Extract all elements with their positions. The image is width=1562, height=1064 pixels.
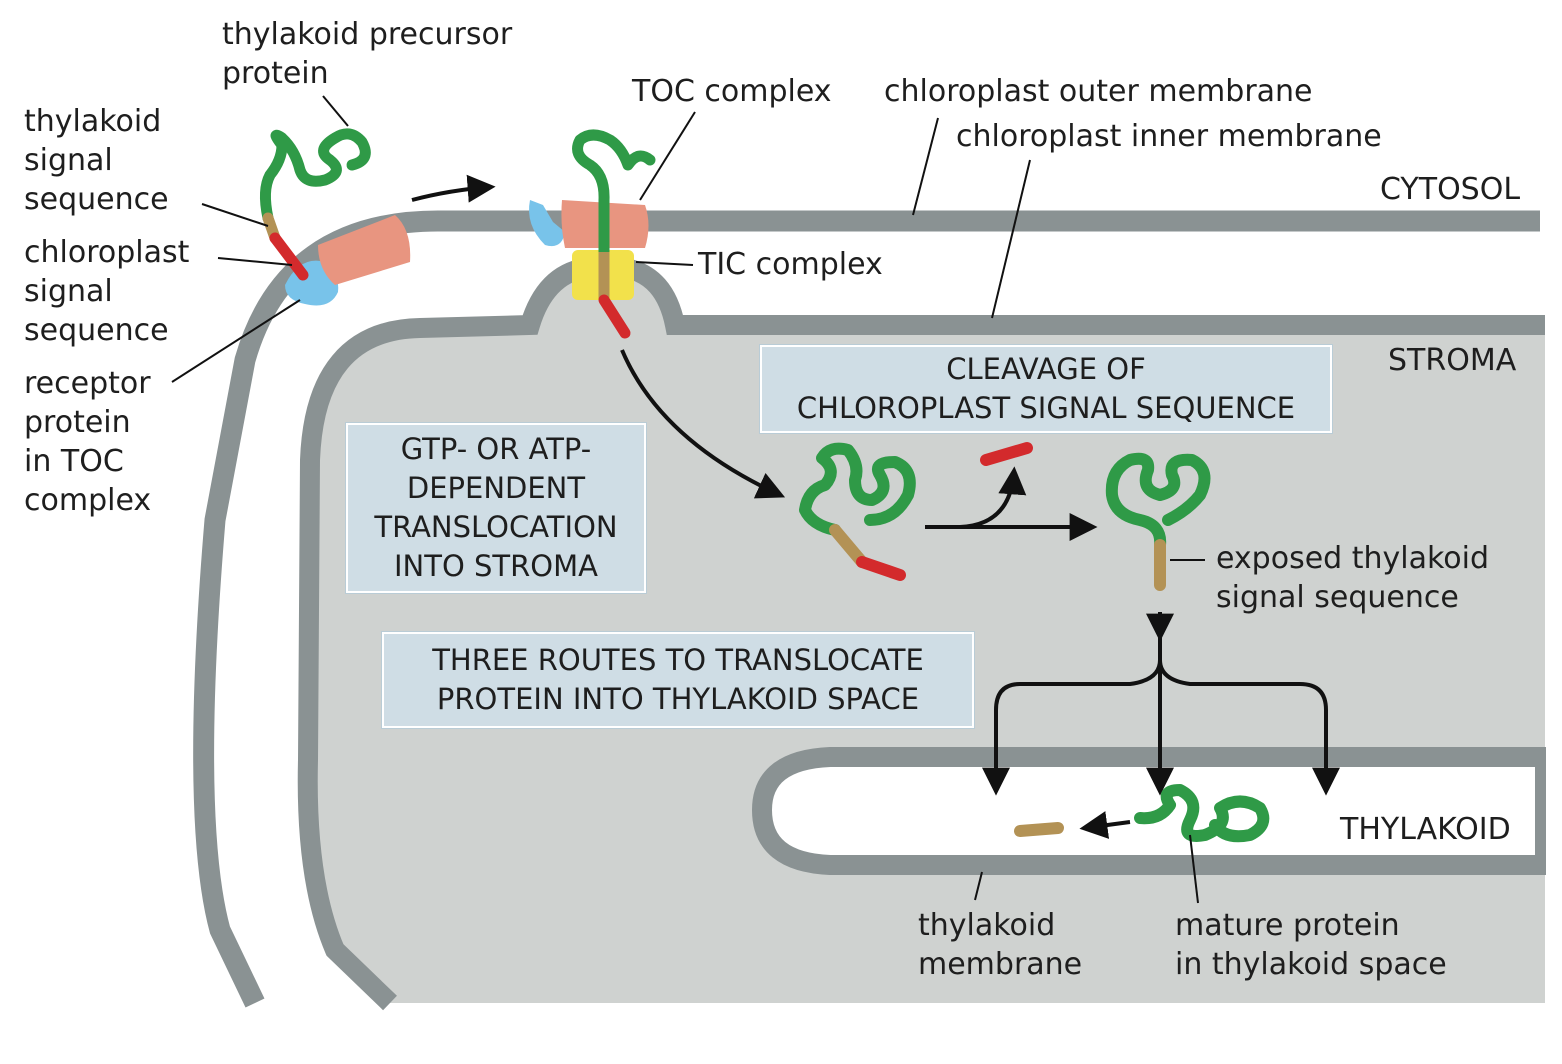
label-toc-complex: TOC complex bbox=[632, 74, 832, 109]
label-mature-protein: mature protein in thylakoid space bbox=[1175, 908, 1447, 982]
stroma-protein-full bbox=[799, 442, 916, 536]
mature-protein bbox=[1134, 784, 1270, 843]
label-thylakoid: THYLAKOID bbox=[1340, 812, 1511, 847]
caption-cleavage: CLEAVAGE OF CHLOROPLAST SIGNAL SEQUENCE bbox=[760, 345, 1332, 433]
label-tic-complex: TIC complex bbox=[698, 247, 883, 282]
chloroplast-inner-membrane bbox=[297, 258, 1545, 1011]
precursor-protein-green bbox=[259, 128, 371, 224]
label-thylakoid-signal-sequence: thylakoid signal sequence bbox=[24, 104, 169, 217]
label-cytosol: CYTOSOL bbox=[1380, 172, 1521, 207]
label-thylakoid-precursor-protein: thylakoid precursor protein bbox=[222, 17, 513, 91]
label-inner-membrane: chloroplast inner membrane bbox=[956, 119, 1382, 154]
cleaved-thylakoid-signal bbox=[1014, 822, 1064, 837]
label-outer-membrane: chloroplast outer membrane bbox=[884, 74, 1313, 109]
arrow-to-toc bbox=[411, 174, 496, 203]
label-exposed-thylakoid-signal-sequence: exposed thylakoid signal sequence bbox=[1216, 541, 1490, 615]
toc-complex-shape-left bbox=[318, 215, 411, 285]
label-stroma: STROMA bbox=[1388, 343, 1517, 378]
caption-translocation: GTP- OR ATP- DEPENDENT TRANSLOCATION INT… bbox=[346, 423, 646, 593]
label-thylakoid-membrane: thylakoid membrane bbox=[918, 908, 1083, 982]
label-receptor-protein: receptor protein in TOC complex bbox=[24, 366, 152, 518]
cleaved-signal-fragment bbox=[980, 442, 1033, 466]
label-chloroplast-signal-sequence: chloroplast signal sequence bbox=[24, 235, 190, 348]
arrow-into-stroma bbox=[620, 349, 786, 499]
caption-three-routes: THREE ROUTES TO TRANSLOCATE PROTEIN INTO… bbox=[382, 632, 974, 728]
translocating-protein bbox=[572, 129, 656, 258]
leader-lines bbox=[171, 95, 1205, 904]
stroma-protein-cleaved bbox=[1105, 452, 1211, 551]
receptor-protein-shape-2 bbox=[529, 200, 565, 247]
